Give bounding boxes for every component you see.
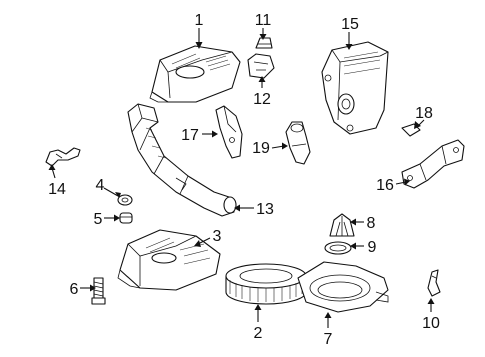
- part-11-cap: [255, 37, 273, 49]
- callout-3: 3: [213, 228, 222, 245]
- callout-11: 11: [255, 12, 272, 29]
- callout-9: 9: [368, 239, 377, 256]
- callout-10: 10: [422, 315, 440, 332]
- part-4-grommet: [117, 194, 133, 206]
- callout-4: 4: [96, 177, 105, 194]
- part-3-lower-cover: [117, 229, 221, 291]
- part-15-resonator: [321, 41, 389, 135]
- callout-6: 6: [70, 281, 79, 298]
- callout-8: 8: [367, 215, 376, 232]
- part-14-hose-bracket: [45, 147, 81, 167]
- part-10-bracket: [427, 269, 441, 297]
- part-9-seal: [324, 241, 352, 255]
- part-1-upper-cover: [149, 45, 241, 103]
- part-19-elbow: [285, 121, 311, 165]
- callout-16: 16: [376, 177, 394, 194]
- part-16-long-bracket: [401, 139, 465, 189]
- part-2-air-filter: [225, 263, 307, 305]
- callout-7: 7: [324, 331, 333, 348]
- callout-13: 13: [256, 201, 274, 218]
- leader-lines: [48, 28, 435, 328]
- callout-17: 17: [181, 127, 199, 144]
- part-7-lower-tray: [297, 261, 389, 313]
- part-6-bolt: [91, 277, 106, 305]
- callout-19: 19: [252, 140, 270, 157]
- callout-15: 15: [341, 16, 359, 33]
- callout-2: 2: [254, 325, 263, 342]
- callout-18: 18: [415, 105, 433, 122]
- callout-5: 5: [94, 211, 103, 228]
- part-8-clip: [329, 213, 355, 237]
- part-17-side-bracket: [215, 105, 243, 159]
- callout-labels: 1 11 12 15 18 17 19 14 4 5 13 3 16 8 9 6…: [48, 12, 440, 348]
- part-12-mount: [247, 53, 275, 79]
- part-5-bushing: [119, 212, 133, 224]
- callout-1: 1: [195, 12, 204, 29]
- part-13-intake-duct: [127, 103, 237, 217]
- callout-12: 12: [253, 91, 271, 108]
- callout-14: 14: [48, 181, 66, 198]
